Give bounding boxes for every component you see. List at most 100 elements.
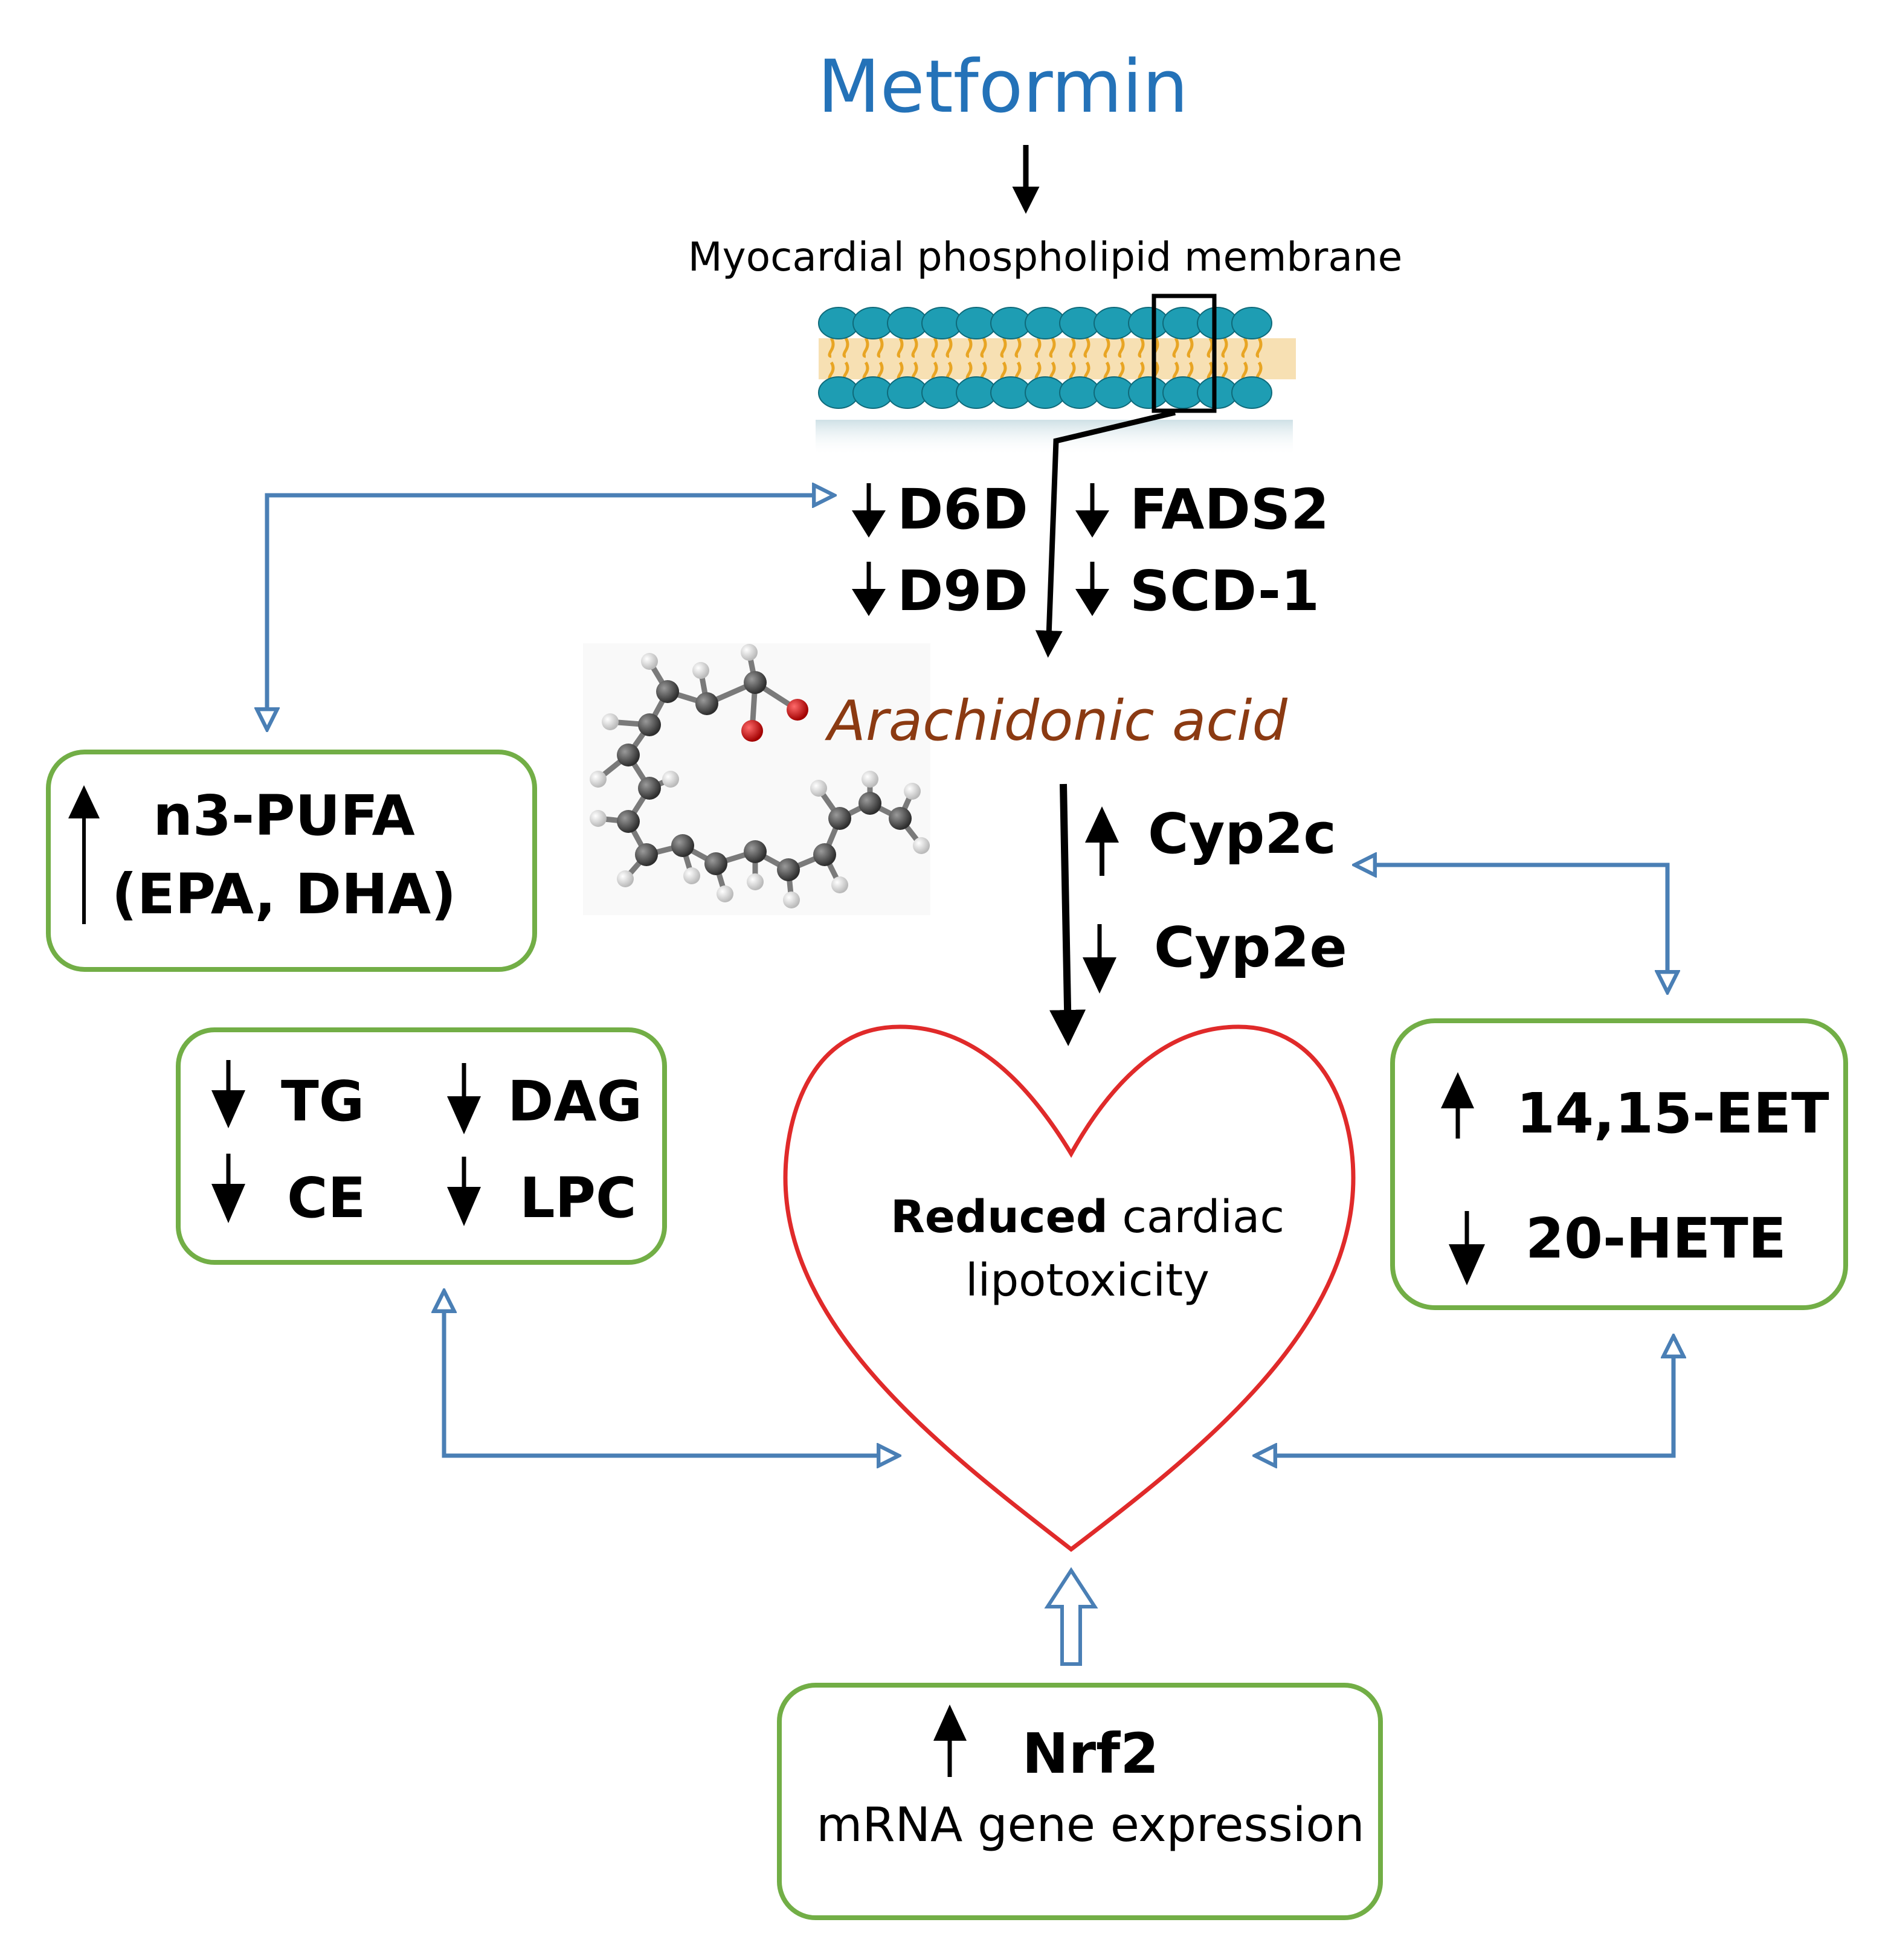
- phospholipid-tail: [828, 337, 835, 358]
- down-arrow-icon: [1449, 1211, 1485, 1285]
- phospholipid-tail: [1014, 337, 1022, 358]
- phospholipid-tail: [1138, 337, 1145, 358]
- phospholipid-tail: [877, 337, 884, 358]
- label-nrf2: Nrf2: [1022, 1721, 1159, 1786]
- phospholipid-tail: [911, 337, 918, 358]
- carbon-atom: [617, 744, 640, 766]
- phospholipid-tail: [965, 337, 973, 358]
- phospholipid-tail: [1049, 337, 1056, 358]
- phospholipid-tail: [1103, 337, 1110, 358]
- phospholipid-tail: [945, 337, 953, 358]
- carbon-atom: [858, 792, 881, 815]
- phospholipid-tail: [1241, 337, 1248, 358]
- carbon-atom: [656, 680, 679, 703]
- up-arrow-icon: [1085, 806, 1119, 876]
- hydrogen-atom: [862, 771, 878, 788]
- phospholipid-tail: [931, 337, 938, 358]
- label-d6d: D6D: [897, 477, 1028, 542]
- phospholipid-tail: [897, 337, 904, 358]
- hydrogen-atom: [747, 873, 764, 890]
- connector-eet-to-heart: [1257, 1338, 1676, 1456]
- carbon-atom: [671, 834, 694, 857]
- carbon-atom: [695, 692, 718, 715]
- up-arrow-icon: [68, 785, 100, 924]
- hydrogen-atom: [783, 892, 800, 908]
- hydrogen-atom: [590, 810, 607, 827]
- down-arrow-icon: [447, 1063, 481, 1134]
- label-lpc: LPC: [520, 1166, 637, 1230]
- arrow-membrane-to-arachidonic: [1035, 410, 1176, 658]
- label-fads2: FADS2: [1130, 477, 1329, 542]
- phospholipid-tail: [1083, 337, 1090, 358]
- phospholipid-head: [1231, 307, 1272, 339]
- heart-text-rest: cardiac: [1108, 1191, 1284, 1243]
- down-arrow-icon: [1083, 924, 1116, 994]
- carbon-atom: [638, 777, 661, 800]
- oxygen-atom: [787, 699, 808, 721]
- carbon-atom: [813, 843, 836, 866]
- heart-shape: [783, 1024, 1356, 1552]
- hydrogen-atom: [602, 713, 619, 730]
- phospholipid-tail: [1255, 337, 1263, 358]
- down-arrow-icon: [211, 1154, 245, 1223]
- heart-text-bold: Reduced: [891, 1191, 1108, 1243]
- label-mrna-expression: mRNA gene expression: [816, 1798, 1364, 1852]
- label-cyp2c: Cyp2c: [1148, 802, 1336, 866]
- hydrogen-atom: [831, 876, 848, 893]
- carbon-atom: [638, 713, 661, 736]
- title-metformin: Metformin: [817, 45, 1188, 129]
- down-arrow-icon: [852, 483, 886, 538]
- hydrogen-atom: [904, 783, 921, 800]
- hollow-arrow-nrf2-to-heart: [1044, 1567, 1098, 1666]
- label-d9d: D9D: [897, 559, 1028, 623]
- hydrogen-atom: [741, 644, 758, 661]
- label-dag: DAG: [507, 1069, 642, 1134]
- label-scd1: SCD-1: [1130, 559, 1319, 623]
- carbon-atom: [889, 807, 912, 830]
- membrane-zoom-box: [1152, 294, 1217, 413]
- carbon-atom: [617, 810, 640, 833]
- label-arachidonic-acid: Arachidonic acid: [825, 689, 1287, 753]
- connector-cyp2c-to-eet: [1356, 863, 1667, 991]
- up-arrow-icon: [1441, 1072, 1474, 1139]
- heart-text-line1: Reduced cardiac: [891, 1191, 1284, 1243]
- hydrogen-atom: [641, 653, 658, 670]
- eet-hete-box: [1390, 1018, 1848, 1310]
- nrf2-box: [777, 1683, 1383, 1920]
- phospholipid-tail: [842, 337, 849, 358]
- phospholipid-tail: [1034, 337, 1042, 358]
- phospholipid-head: [1231, 376, 1272, 409]
- label-tg: TG: [281, 1069, 364, 1134]
- hydrogen-atom: [662, 771, 679, 788]
- label-epa-dha: (EPA, DHA): [112, 862, 456, 927]
- label-20-hete: 20-HETE: [1525, 1206, 1786, 1271]
- hydrogen-atom: [692, 662, 709, 679]
- down-arrow-icon: [1075, 562, 1109, 616]
- membrane-label: Myocardial phospholipid membrane: [688, 234, 1403, 280]
- phospholipid-tail: [1172, 337, 1179, 358]
- heart-text-line2: lipotoxicity: [965, 1255, 1210, 1306]
- hydrogen-atom: [590, 771, 607, 788]
- phospholipid-tail: [862, 337, 869, 358]
- phospholipid-tail: [1000, 337, 1007, 358]
- hydrogen-atom: [683, 867, 700, 884]
- phospholipid-tail: [980, 337, 987, 358]
- phospholipid-tail: [1206, 337, 1214, 358]
- hydrogen-atom: [617, 870, 634, 887]
- phospholipid-tail: [1221, 337, 1228, 358]
- carbon-atom: [704, 852, 727, 875]
- hydrogen-atom: [810, 780, 827, 797]
- phospholipid-tail: [1187, 337, 1194, 358]
- hydrogen-atom: [717, 885, 733, 902]
- down-arrow-icon: [852, 562, 886, 616]
- carbon-atom: [777, 858, 800, 881]
- phospholipid-tail: [1118, 337, 1125, 358]
- arachidonic-acid-molecule: [583, 643, 930, 915]
- carbon-atom: [635, 843, 658, 866]
- n3-pufa-box: [46, 750, 537, 972]
- lipids-box: [176, 1027, 667, 1265]
- oxygen-atom: [741, 720, 763, 742]
- desaturase-group: D6D FADS2 D9D SCD-1: [852, 477, 1329, 623]
- carbon-atom: [744, 671, 767, 694]
